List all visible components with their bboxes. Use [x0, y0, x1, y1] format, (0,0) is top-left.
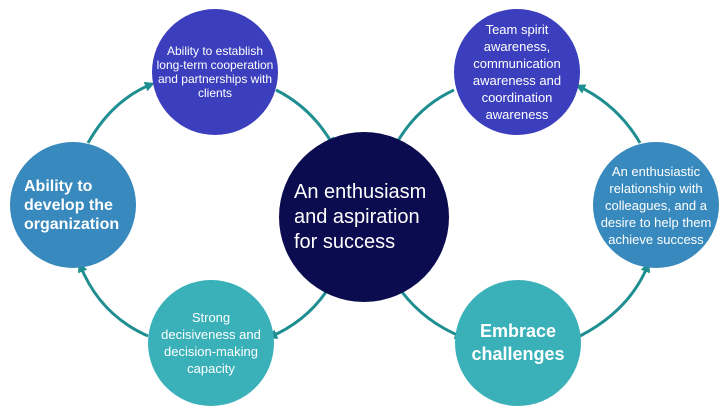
node-top-left: Ability to establish long-term cooperati… — [152, 9, 278, 135]
node-bottom-left: Strong decisiveness and decision-making … — [148, 280, 274, 406]
arrow-right-to-top-right — [575, 84, 642, 144]
node-top-right-label: Team spirit awareness, communication awa… — [472, 22, 562, 122]
node-top-right: Team spirit awareness, communication awa… — [454, 9, 580, 135]
node-top-left-label: Ability to establish long-term cooperati… — [156, 44, 274, 100]
node-center: An enthusiasm and aspiration for success — [279, 132, 449, 302]
node-left-label: Ability to develop the organization — [24, 177, 120, 233]
arrow-top-left-to-center — [275, 88, 335, 148]
node-bottom-left-label: Strong decisiveness and decision-making … — [161, 310, 261, 376]
arrow-center-to-bottom-left — [267, 291, 328, 339]
arrow-bottom-left-to-left — [77, 262, 149, 338]
node-right-label: An enthusiastic relationship with collea… — [600, 163, 712, 247]
node-bottom-right-label: Embrace challenges — [471, 321, 565, 364]
arrow-bottom-right-to-right — [579, 262, 651, 338]
arrow-center-to-bottom-right — [400, 291, 465, 340]
arrow-left-to-top-left — [86, 81, 155, 144]
arrow-top-right-to-center — [392, 88, 455, 151]
node-center-label: An enthusiasm and aspiration for success — [294, 180, 427, 253]
node-right: An enthusiastic relationship with collea… — [593, 142, 719, 268]
node-left: Ability to develop the organization — [10, 142, 136, 268]
node-bottom-right: Embrace challenges — [455, 280, 581, 406]
